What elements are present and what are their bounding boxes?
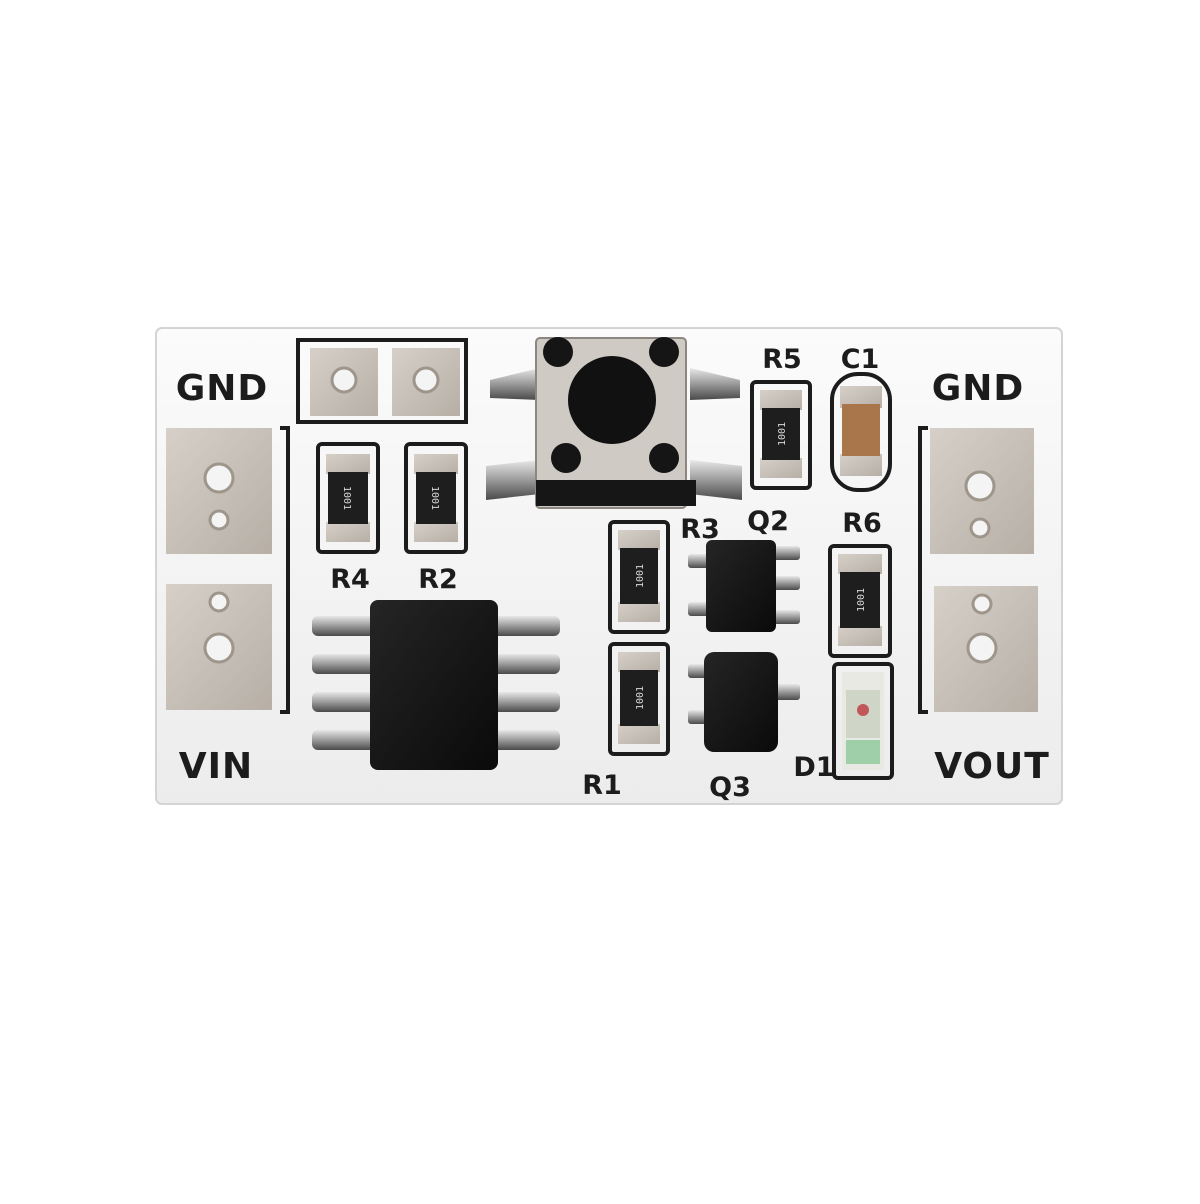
resistor-code-r2: 1001 [429, 486, 440, 510]
resistor-code-r5: 1001 [777, 422, 788, 446]
label-d1: D1 [793, 752, 834, 783]
jumper-pads [296, 338, 468, 424]
led-d1 [832, 662, 894, 780]
resistor-r4: 1001 [316, 442, 380, 554]
resistor-code-r3: 1001 [635, 564, 646, 588]
resistor-r6: 1001 [828, 544, 892, 658]
label-q3: Q3 [709, 772, 751, 803]
label-r1: R1 [582, 770, 622, 801]
resistor-code-r1: 1001 [635, 686, 646, 710]
label-vout: VOUT [934, 746, 1050, 787]
vout-terminal [918, 426, 1038, 714]
label-r6: R6 [842, 508, 882, 539]
label-c1: C1 [841, 344, 880, 375]
tactile-button [486, 337, 742, 509]
label-vin: VIN [179, 746, 253, 787]
label-r5: R5 [762, 344, 802, 375]
main-ic [312, 600, 560, 770]
vin-terminal [166, 426, 290, 714]
capacitor-c1 [830, 372, 892, 492]
label-gnd-left: GND [176, 368, 269, 409]
label-r3: R3 [680, 514, 720, 545]
resistor-code-r4: 1001 [341, 486, 352, 510]
label-q2: Q2 [747, 506, 789, 537]
label-r2: R2 [418, 564, 458, 595]
transistor-q2 [688, 540, 800, 632]
resistor-r5: 1001 [750, 380, 812, 490]
label-r4: R4 [330, 564, 370, 595]
label-gnd-right: GND [932, 368, 1025, 409]
resistor-r2: 1001 [404, 442, 468, 554]
transistor-q3 [688, 652, 800, 752]
resistor-r1: 1001 [608, 642, 670, 756]
resistor-code-r6: 1001 [856, 588, 867, 612]
resistor-r3: 1001 [608, 520, 670, 634]
